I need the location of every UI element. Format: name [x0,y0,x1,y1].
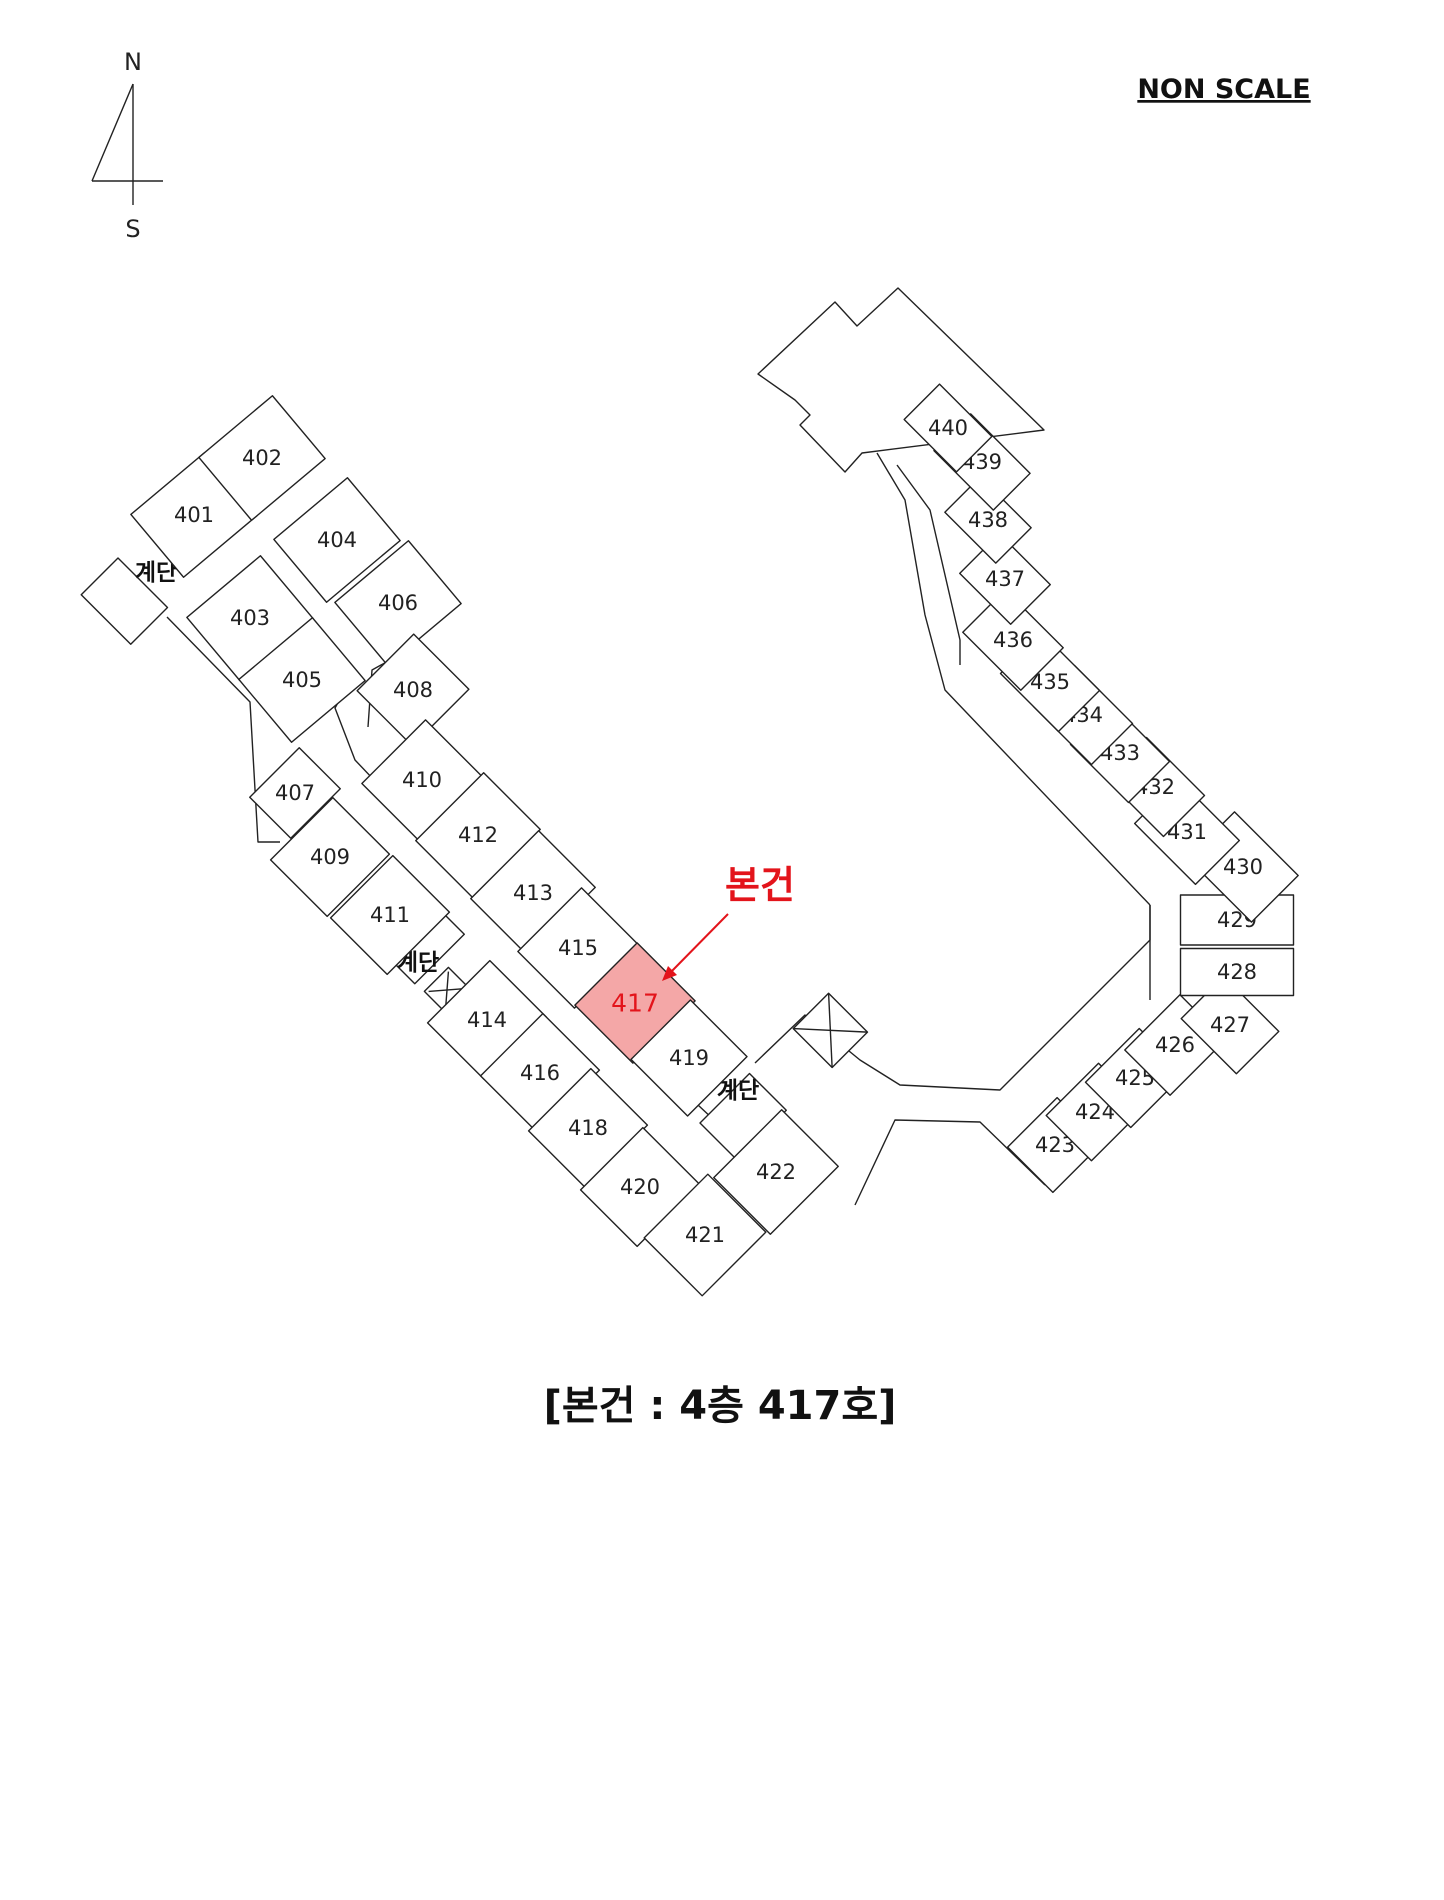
unit-437: 437 [959,533,1051,625]
unit-label: 411 [370,903,410,927]
stair-center: 계단 [699,1072,787,1161]
unit-label: 413 [513,881,553,905]
arrow-icon [662,966,677,981]
units-layer: 401 402 403 404 405 406 407 408 409 410 411 412 413 4… [130,383,1299,1297]
callout-label: 본건 [725,863,795,907]
unit-outline [198,395,326,521]
unit-label: 414 [467,1008,507,1032]
unit-412: 412 [415,772,541,898]
unit-label: 426 [1155,1033,1195,1057]
unit-421: 421 [643,1173,767,1297]
unit-label: 409 [310,845,350,869]
svg-text:계단: 계단 [135,560,177,586]
unit-outline [944,476,1032,564]
unit-outline [962,589,1064,691]
unit-label: 427 [1210,1013,1250,1037]
unit-outline [643,1173,767,1297]
unit-label: 404 [317,528,357,552]
unit-436: 436 [962,589,1064,691]
unit-label: 412 [458,823,498,847]
unit-label: 417 [611,989,659,1018]
scale-note: NON SCALE [1137,74,1310,105]
svg-text:계단: 계단 [717,1078,759,1104]
unit-outline [630,999,748,1117]
caption: [본건 : 4층 417호] [544,1383,897,1429]
unit-label: 430 [1223,855,1263,879]
unit-label: 428 [1217,960,1257,984]
unit-402: 402 [198,395,326,521]
unit-outline [356,633,470,747]
north-arrow-icon: N S [91,48,163,243]
unit-409: 409 [269,796,391,918]
unit-label: 406 [378,591,418,615]
unit-label: 415 [558,936,598,960]
subject-callout: 본건 [662,863,795,981]
unit-label: 416 [520,1061,560,1085]
unit-419: 419 [630,999,748,1117]
unit-label: 437 [985,567,1025,591]
unit-438: 438 [944,476,1032,564]
elevator-icon [792,992,869,1069]
unit-outline [713,1109,839,1235]
unit-411: 411 [329,854,451,976]
unit-outline [1179,947,1295,997]
unit-label: 436 [993,628,1033,652]
unit-420: 420 [579,1126,701,1248]
unit-outline [238,617,366,743]
unit-405: 405 [238,617,366,743]
unit-label: 401 [174,503,214,527]
unit-label: 420 [620,1175,660,1199]
stair-west-top: 계단 [80,557,177,645]
unit-label: 410 [402,768,442,792]
unit-outline [1180,975,1280,1075]
compass-south-label: S [125,215,140,243]
unit-418: 418 [527,1067,649,1189]
unit-406: 406 [334,540,462,666]
unit-416: 416 [479,1012,601,1134]
unit-427: 427 [1180,975,1280,1075]
unit-label: 408 [393,678,433,702]
unit-label: 407 [275,781,315,805]
unit-label: 402 [242,446,282,470]
unit-outline [329,854,451,976]
unit-outline [903,383,993,473]
unit-outline [273,477,401,603]
unit-outline [334,540,462,666]
unit-label: 405 [282,668,322,692]
unit-outline [269,796,391,918]
unit-404: 404 [273,477,401,603]
unit-label: 440 [928,416,968,440]
unit-422: 422 [713,1109,839,1235]
unit-outline [249,747,341,839]
unit-outline [959,533,1051,625]
unit-440: 440 [903,383,993,473]
unit-label: 403 [230,606,270,630]
unit-407: 407 [249,747,341,839]
unit-label: 419 [669,1046,709,1070]
unit-408: 408 [356,633,470,747]
unit-label: 422 [756,1160,796,1184]
unit-428: 428 [1179,947,1295,997]
compass-north-label: N [124,48,142,76]
unit-label: 418 [568,1116,608,1140]
unit-label: 438 [968,508,1008,532]
unit-label: 421 [685,1223,725,1247]
